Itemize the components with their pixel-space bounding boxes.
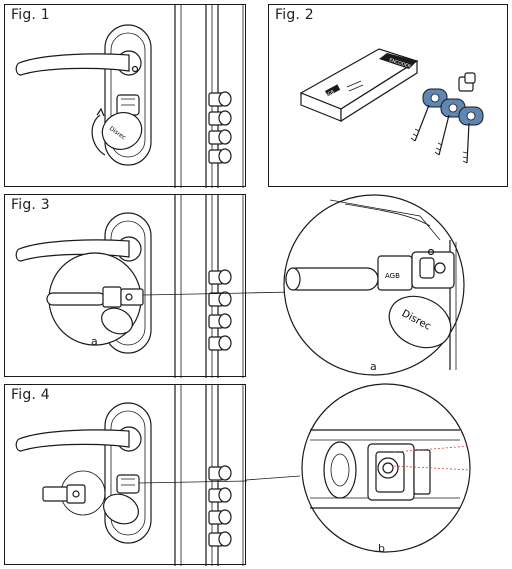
figure-2-panel: Fig. 2 ENCODER AGB bbox=[268, 4, 508, 187]
package-box-icon: ENCODER AGB bbox=[299, 48, 419, 123]
cylinder-cover: Disrec bbox=[91, 107, 143, 156]
figure-3-zoom-callout-a: a bbox=[370, 360, 377, 373]
lock-cylinder-icon bbox=[116, 94, 140, 116]
cover-brand-text-zoom: Disrec bbox=[400, 308, 433, 332]
figure-4-label: Fig. 4 bbox=[11, 387, 50, 403]
door-bolts bbox=[208, 91, 232, 164]
figure-1-illustration: Disrec bbox=[15, 5, 244, 188]
door-handle-icon bbox=[15, 50, 142, 76]
box-badge-text: AGB bbox=[324, 89, 335, 99]
extractor-tool-zoom: AGB bbox=[285, 248, 455, 291]
cylinder-cover bbox=[103, 493, 139, 525]
door-edge bbox=[329, 199, 457, 370]
door-frame bbox=[174, 195, 244, 378]
spare-cylinder-icon bbox=[458, 72, 476, 92]
door-handle-icon bbox=[15, 426, 142, 452]
key-icon bbox=[410, 88, 484, 164]
door-handle-icon bbox=[15, 236, 142, 262]
figure-2-illustration: ENCODER AGB bbox=[299, 48, 484, 164]
figure-4-illustration bbox=[15, 385, 248, 566]
door-bolts bbox=[208, 269, 232, 351]
door-bolts bbox=[208, 465, 232, 547]
figure-3-panel: Fig. 3 a bbox=[4, 194, 248, 378]
extractor-tool bbox=[42, 484, 86, 504]
cylinder-cover-zoom bbox=[388, 295, 452, 349]
figure-4-zoom-callout-b: b bbox=[378, 542, 385, 555]
laser-guides bbox=[393, 445, 471, 471]
tool-brand-text: AGB bbox=[385, 272, 400, 280]
figure-3-label: Fig. 3 bbox=[11, 197, 50, 213]
figure-1-label: Fig. 1 bbox=[11, 7, 50, 23]
extractor-tool bbox=[46, 286, 144, 308]
lock-cylinder-icon bbox=[116, 474, 140, 494]
cylinder-housing-zoom bbox=[310, 429, 460, 509]
figure-1-panel: Fig. 1 bbox=[4, 4, 246, 188]
figure-3-illustration bbox=[15, 195, 248, 378]
figure-3-callout-a: a bbox=[91, 335, 98, 348]
figure-4-panel: Fig. 4 bbox=[4, 384, 248, 566]
cylinder-cover bbox=[101, 307, 133, 335]
figure-2-label: Fig. 2 bbox=[275, 7, 314, 23]
